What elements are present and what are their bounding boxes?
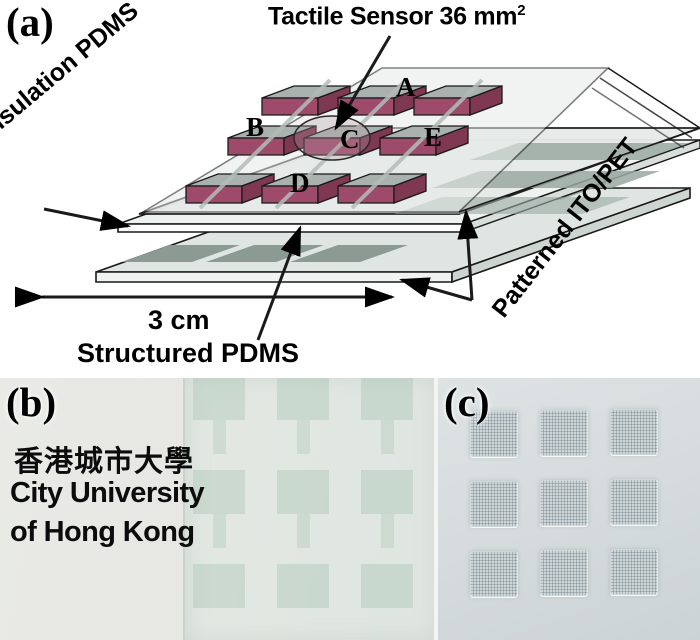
cell-label-d: D <box>290 168 310 198</box>
panel-a-title-superscript: 2 <box>517 2 526 19</box>
layer-edge-lines <box>458 67 700 213</box>
electrode-traces <box>198 78 484 210</box>
sensor-trace <box>381 420 394 454</box>
sensor-pad <box>361 470 413 514</box>
sensor-trace <box>381 514 394 548</box>
panel-divider <box>434 378 438 640</box>
micro-pad <box>470 551 518 597</box>
sensor-block <box>227 125 317 156</box>
leader-ito-pet-upper <box>457 209 479 301</box>
annotation-structured-pdms: Structured PDMS <box>77 338 300 368</box>
panel-c-label: (c) <box>444 379 490 425</box>
sensor-pad <box>193 470 245 514</box>
micro-pad <box>470 481 518 527</box>
panel-a-title-text: Tactile Sensor 36 mm <box>268 2 518 31</box>
sensor-pad <box>361 564 413 608</box>
panel-a-schematic: (a) Tactile Sensor 36 mm2 Insulation PDM… <box>0 0 700 368</box>
logo-text-english-line2: of Hong Kong <box>10 516 195 548</box>
micro-pad <box>610 409 658 455</box>
transparent-sensor-sheet <box>183 378 436 640</box>
sensor-pad <box>193 564 245 608</box>
cell-label-a: A <box>396 72 416 102</box>
micro-pad <box>540 550 588 596</box>
sensor-block <box>413 85 503 116</box>
panel-b-photograph: 香港城市大學 City University of Hong Kong <box>0 378 436 640</box>
logo-text-chinese: 香港城市大學 <box>14 446 195 478</box>
panel-c-photograph <box>438 378 700 640</box>
sensor-block <box>379 125 469 156</box>
cell-label-c: C <box>340 124 360 154</box>
sensor-pad <box>277 470 329 514</box>
cell-label-e: E <box>424 122 443 152</box>
sensor-trace <box>297 420 310 454</box>
micro-pad <box>610 549 658 595</box>
sensor-pad <box>277 564 329 608</box>
leader-insulation-pdms <box>43 207 131 231</box>
panel-b-label: (b) <box>6 379 57 425</box>
sensor-pad <box>277 378 329 420</box>
sensor-trace <box>297 514 310 548</box>
panel-a-title: Tactile Sensor 36 mm2 <box>268 2 526 31</box>
logo-text-english-line1: City University <box>10 477 205 509</box>
leader-tactile-sensor <box>334 35 392 131</box>
leader-structured-pdms <box>256 225 302 341</box>
micro-pad <box>610 479 658 525</box>
cell-label-b: B <box>246 112 265 142</box>
leader-ito-pet-lower <box>399 277 473 302</box>
schematic-drawing <box>15 35 700 341</box>
sensor-pad <box>193 378 245 420</box>
sensor-block-c-highlighted <box>303 125 393 156</box>
sensor-pad <box>361 378 413 420</box>
micro-pad <box>470 411 518 457</box>
sensor-trace <box>213 420 226 454</box>
sensor-trace <box>213 514 226 548</box>
annotation-scale-bar: 3 cm <box>148 305 210 335</box>
panel-a-label: (a) <box>6 0 54 45</box>
micro-pad <box>540 410 588 456</box>
micro-pad <box>540 480 588 526</box>
